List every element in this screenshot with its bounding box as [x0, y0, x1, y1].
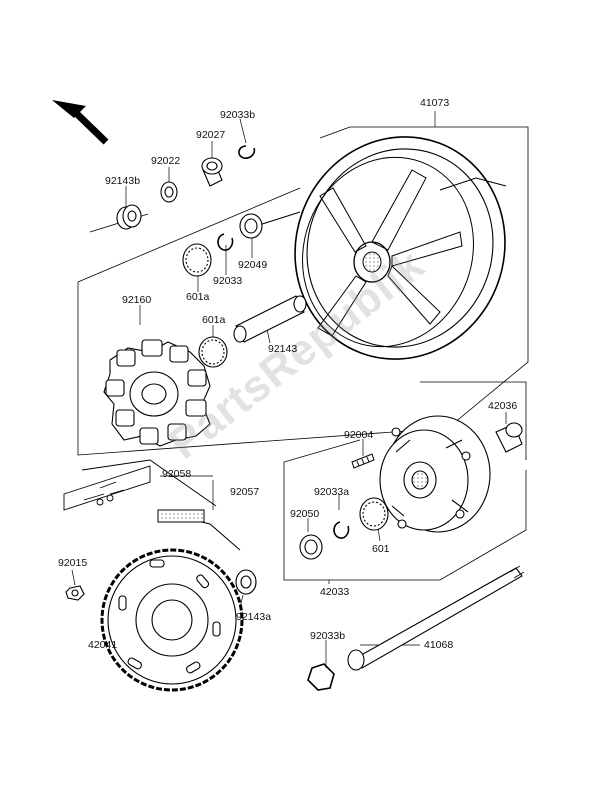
axle-41068 — [347, 565, 525, 671]
label-92049: 92049 — [238, 259, 268, 271]
label-92160: 92160 — [122, 294, 152, 306]
label-92058: 92058 — [162, 468, 192, 480]
stud-92004 — [351, 453, 375, 469]
collar-42036 — [495, 422, 523, 453]
label-41068: 41068 — [424, 639, 454, 651]
label-92050: 92050 — [290, 508, 320, 520]
label-92057: 92057 — [230, 486, 260, 498]
label-42033: 42033 — [320, 586, 350, 598]
label-92033: 92033 — [213, 275, 243, 287]
label-92027: 92027 — [196, 129, 226, 141]
circlip-92033 — [217, 233, 234, 251]
label-92015: 92015 — [58, 557, 88, 569]
spacer-tube-92143 — [233, 295, 307, 343]
label-92143a: 92143a — [236, 611, 272, 623]
oil-seal-92050 — [299, 534, 323, 560]
circlip-92033b-top — [238, 145, 256, 159]
label-92143: 92143 — [268, 343, 298, 355]
label-92033a: 92033a — [314, 486, 350, 498]
chain-joint-92058 — [63, 465, 151, 511]
drive-chain-92057 — [81, 459, 241, 551]
wheel-rim-41073 — [255, 136, 507, 360]
label-601: 601 — [372, 543, 390, 555]
rear-sprocket-42041 — [100, 548, 244, 692]
coupling-hub-42033 — [379, 415, 491, 533]
label-42036: 42036 — [488, 400, 518, 412]
hub-frame — [283, 381, 527, 581]
oil-seal-92022 — [160, 181, 178, 203]
damper-rubber-92160 — [103, 339, 211, 447]
label-92143b: 92143b — [105, 175, 141, 187]
bearing-601a-top — [182, 243, 212, 277]
nut-92015 — [65, 585, 85, 601]
circlip-92033b-bottom — [307, 663, 335, 691]
collar-92027 — [201, 157, 223, 187]
collar-92143a — [235, 569, 257, 595]
direction-arrow-icon — [52, 100, 109, 145]
label-601a-mid: 601a — [202, 314, 226, 326]
label-92033b-top: 92033b — [220, 109, 256, 121]
circlip-92033a — [333, 521, 350, 539]
label-92033b-bottom: 92033b — [310, 630, 346, 642]
label-92004: 92004 — [344, 429, 374, 441]
label-601a-top: 601a — [186, 291, 210, 303]
bearing-601 — [359, 497, 389, 531]
label-42041: 42041 — [88, 639, 118, 651]
bearing-601a-mid — [198, 336, 228, 368]
leader-lines — [71, 111, 507, 668]
assembly-frame — [77, 126, 529, 456]
label-92022: 92022 — [151, 155, 181, 167]
collar-92143b — [89, 204, 149, 233]
oil-seal-92049 — [239, 213, 263, 239]
label-41073: 41073 — [420, 97, 450, 109]
